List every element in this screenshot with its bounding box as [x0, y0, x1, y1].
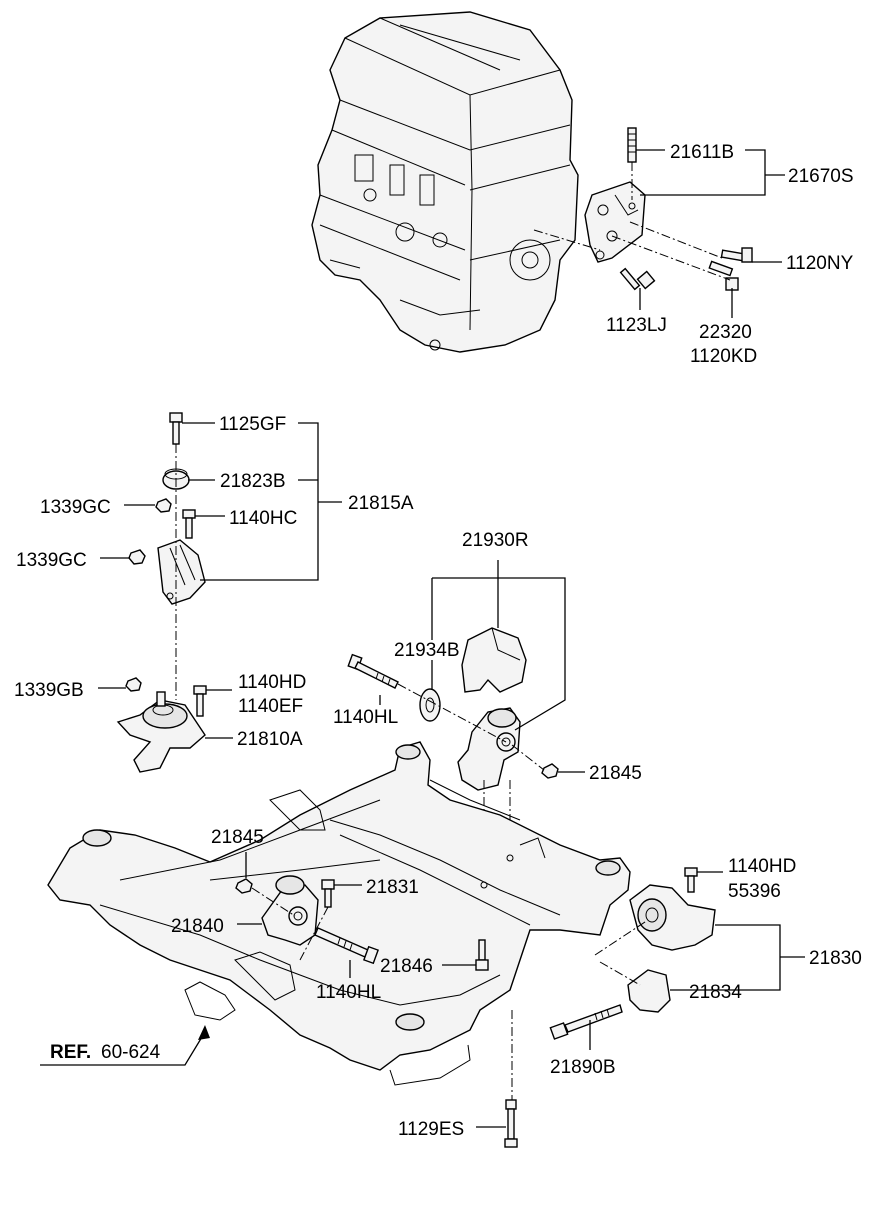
engine-block — [311, 11, 579, 353]
nut-21845-upper — [541, 763, 559, 779]
mount-21830 — [629, 884, 716, 951]
bolt-1140HL-lower — [314, 927, 379, 965]
mount-21810A — [116, 691, 206, 773]
label-21830: 21830 — [809, 948, 862, 969]
label-1140HD-lower: 1140HD — [728, 856, 796, 877]
label-1140HC: 1140HC — [229, 508, 297, 529]
bolt-1140HD-lower — [684, 867, 698, 893]
mount-21840 — [261, 875, 319, 946]
bolt-21890B — [549, 1004, 623, 1040]
bolt-1129ES — [504, 1099, 518, 1148]
label-ref: REF. — [50, 1042, 91, 1063]
bolt-22320 — [708, 260, 739, 291]
label-21611B: 21611B — [670, 142, 734, 163]
label-22320: 22320 — [699, 322, 752, 343]
label-1120KD: 1120KD — [690, 346, 757, 367]
label-1339GC-lower: 1339GC — [16, 550, 87, 571]
label-1140EF: 1140EF — [238, 696, 303, 717]
label-1123LJ: 1123LJ — [606, 315, 667, 336]
label-55396: 55396 — [728, 881, 781, 902]
cover-21834 — [627, 969, 671, 1013]
label-1140HL-upper: 1140HL — [333, 707, 398, 728]
label-1120NY: 1120NY — [786, 253, 854, 274]
nut-1339GB — [125, 677, 142, 692]
bolt-1140HL-upper — [347, 653, 399, 689]
washer-21934B — [419, 688, 441, 722]
label-21831: 21831 — [366, 877, 419, 898]
mount-21930R — [457, 707, 521, 791]
label-1140HD-upper: 1140HD — [238, 672, 306, 693]
stud-21611B — [627, 127, 637, 163]
label-21846: 21846 — [380, 956, 433, 977]
label-1140HL-lower: 1140HL — [316, 982, 381, 1003]
label-21845-upper: 21845 — [589, 763, 642, 784]
label-21930R: 21930R — [462, 530, 529, 551]
nut-21845-lower — [235, 878, 253, 894]
label-21890B: 21890B — [550, 1057, 616, 1078]
bolt-1120NY — [720, 247, 753, 263]
label-21834: 21834 — [689, 982, 742, 1003]
label-21934B: 21934B — [394, 640, 460, 661]
label-21810A: 21810A — [237, 729, 303, 750]
label-21670S: 21670S — [788, 166, 854, 187]
bolt-1140HD-upper — [193, 685, 207, 717]
label-1339GC-upper: 1339GC — [40, 497, 111, 518]
label-1125GF: 1125GF — [219, 414, 286, 435]
bolt-1140HC — [182, 509, 196, 539]
nut-1339GC-lower — [128, 549, 146, 565]
nut-1339GC-upper — [155, 498, 172, 513]
label-21840: 21840 — [171, 916, 224, 937]
engine-bracket-21670S — [584, 181, 646, 263]
label-21815A: 21815A — [348, 493, 414, 514]
bracket-21815A — [157, 539, 206, 605]
bolt-1125GF — [169, 412, 183, 445]
label-ref-code: 60-624 — [101, 1042, 161, 1063]
label-21823B: 21823B — [220, 471, 286, 492]
subframe — [47, 741, 631, 1086]
label-1129ES: 1129ES — [398, 1119, 464, 1140]
bolt-1123LJ — [619, 267, 656, 291]
label-21845-lower: 21845 — [211, 827, 264, 848]
ref-arrow-icon — [198, 1025, 210, 1040]
label-1339GB: 1339GB — [14, 680, 84, 701]
cover-21934B — [461, 627, 527, 693]
